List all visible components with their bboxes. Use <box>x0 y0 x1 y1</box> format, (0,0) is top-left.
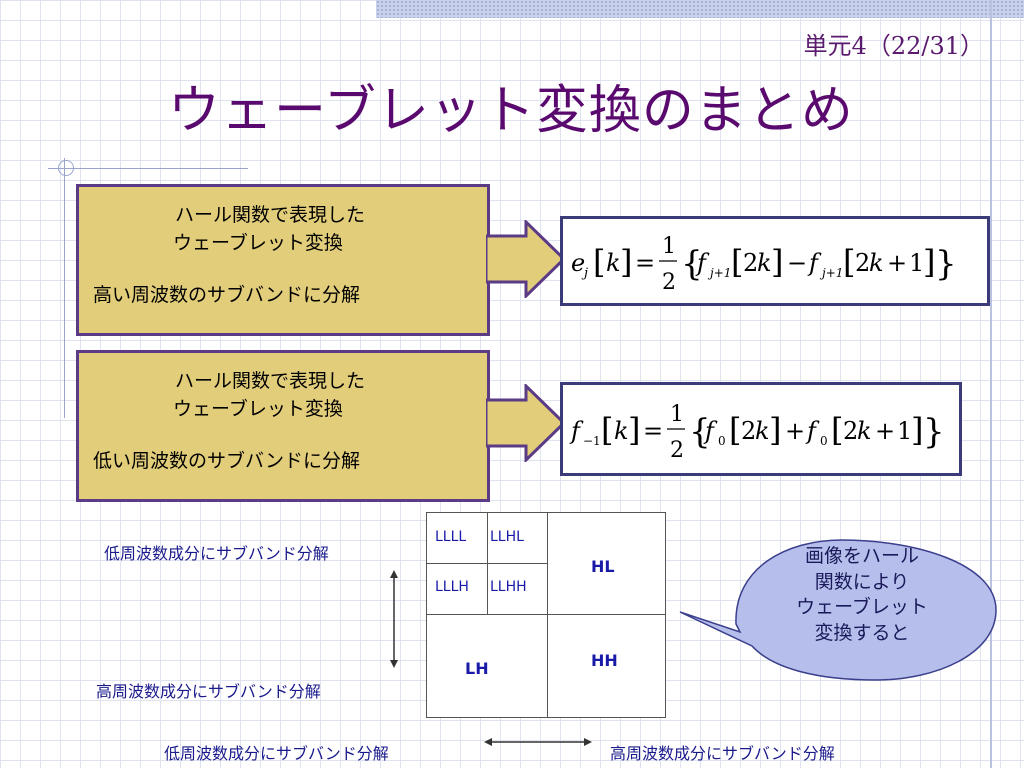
svg-text:]: ] <box>769 411 781 449</box>
svg-text:]: ] <box>923 243 935 281</box>
svg-text:1: 1 <box>670 402 684 427</box>
right-decor-line <box>990 0 992 768</box>
formula-high-svg: e j [ k ] = 1 2 { f j+1 [ 2 k ] − f j+1 … <box>571 234 957 295</box>
subband-llhl: LLHL <box>490 529 524 545</box>
svg-text:[: [ <box>731 243 743 281</box>
svg-text:[: [ <box>593 243 605 281</box>
subband-lllh: LLLH <box>435 579 469 595</box>
svg-text:}: } <box>923 412 945 452</box>
svg-text:[: [ <box>729 411 741 449</box>
slide-title: ウェーブレット変換のまとめ <box>168 81 854 141</box>
ornament-circle <box>58 160 74 176</box>
svg-text:2: 2 <box>743 249 758 277</box>
callout-line: 画像をハール <box>804 545 919 567</box>
grid-line <box>427 614 665 615</box>
ornament-line <box>48 168 248 169</box>
box-line: 高い周波数のサブバンドに分解 <box>93 284 360 306</box>
svg-text:f: f <box>703 417 718 445</box>
svg-text:}: } <box>935 244 957 284</box>
svg-text:k: k <box>606 249 621 277</box>
high-band-box: ハール関数で表現した ウェーブレット変換 高い周波数のサブバンドに分解 <box>76 184 490 336</box>
subband-grid: LLLL LLHL LLLH LLHH HL LH HH <box>426 512 666 718</box>
svg-text:k: k <box>614 417 629 445</box>
horizontal-axis-right-label: 高周波数成分にサブバンド分解 <box>610 744 835 763</box>
svg-text:[: [ <box>601 411 613 449</box>
svg-text:=: = <box>643 417 663 445</box>
svg-text:0: 0 <box>718 434 726 448</box>
svg-text:]: ] <box>771 243 783 281</box>
svg-text:+: + <box>785 417 805 445</box>
svg-text:k: k <box>755 417 770 445</box>
svg-text:1: 1 <box>897 417 912 445</box>
grid-line <box>547 513 548 717</box>
horizontal-axis-left-label: 低周波数成分にサブバンド分解 <box>164 744 389 763</box>
box-line: ハール関数で表現した <box>175 204 366 226</box>
unit-indicator: 単元4（22/31） <box>803 32 984 60</box>
svg-text:1: 1 <box>662 234 676 259</box>
svg-text:{: { <box>689 412 711 452</box>
svg-text:2: 2 <box>843 417 858 445</box>
svg-text:j+1: j+1 <box>707 266 731 280</box>
box-line: 低い周波数のサブバンドに分解 <box>93 450 360 472</box>
svg-text:+: + <box>875 417 895 445</box>
vertical-axis-bottom-label: 高周波数成分にサブバンド分解 <box>96 682 321 701</box>
svg-text:0: 0 <box>820 434 828 448</box>
subband-lh: LH <box>465 659 489 678</box>
svg-text:]: ] <box>620 243 632 281</box>
svg-text:2: 2 <box>855 249 870 277</box>
box-line: ウェーブレット変換 <box>173 398 343 420</box>
arrow-right-icon <box>486 220 566 298</box>
subband-hl: HL <box>591 557 615 576</box>
callout-line: 関数により <box>814 570 910 593</box>
svg-text:2: 2 <box>670 438 684 463</box>
svg-text:]: ] <box>628 411 640 449</box>
svg-text:k: k <box>869 249 884 277</box>
svg-text:k: k <box>857 417 872 445</box>
subband-llll: LLLL <box>435 529 467 545</box>
svg-text:2: 2 <box>741 417 756 445</box>
ornament-line <box>64 158 65 418</box>
formula-high: e j [ k ] = 1 2 { f j+1 [ 2 k ] − f j+1 … <box>560 216 990 306</box>
vertical-double-arrow-icon <box>390 570 398 668</box>
svg-text:f: f <box>569 417 584 445</box>
low-band-box: ハール関数で表現した ウェーブレット変換 低い周波数のサブバンドに分解 <box>76 350 490 502</box>
svg-text:k: k <box>757 249 772 277</box>
callout-text: 画像をハール 関数により ウェーブレット 変換すると <box>772 544 952 647</box>
formula-low-svg: f −1 [ k ] = 1 2 { f 0 [ 2 k ] + f 0 [ 2… <box>569 402 945 463</box>
svg-text:−: − <box>787 249 807 277</box>
svg-text:{: { <box>681 244 703 284</box>
svg-text:j+1: j+1 <box>819 266 843 280</box>
svg-text:f: f <box>695 249 710 277</box>
subband-hh: HH <box>591 651 618 670</box>
svg-text:e: e <box>571 249 585 277</box>
callout-bubble <box>679 539 997 681</box>
subband-llhh: LLHH <box>490 579 527 595</box>
box-line: ハール関数で表現した <box>175 370 366 392</box>
svg-text:−1: −1 <box>583 434 601 448</box>
svg-text:j: j <box>581 266 588 281</box>
svg-text:1: 1 <box>909 249 924 277</box>
vertical-axis-top-label: 低周波数成分にサブバンド分解 <box>104 544 329 563</box>
svg-text:f: f <box>807 249 822 277</box>
top-decor-band <box>376 0 1024 18</box>
horizontal-double-arrow-icon <box>484 738 592 746</box>
svg-text:+: + <box>887 249 907 277</box>
svg-text:]: ] <box>911 411 923 449</box>
arrow-right-icon <box>486 384 566 462</box>
formula-low: f −1 [ k ] = 1 2 { f 0 [ 2 k ] + f 0 [ 2… <box>560 382 962 476</box>
callout-line: ウェーブレット <box>796 596 928 619</box>
svg-text:[: [ <box>831 411 843 449</box>
svg-text:f: f <box>805 417 820 445</box>
svg-text:[: [ <box>843 243 855 281</box>
svg-text:2: 2 <box>662 270 676 295</box>
svg-text:=: = <box>635 249 655 277</box>
grid-line <box>427 563 547 564</box>
callout-line: 変換すると <box>814 621 910 644</box>
box-line: ウェーブレット変換 <box>173 232 343 254</box>
